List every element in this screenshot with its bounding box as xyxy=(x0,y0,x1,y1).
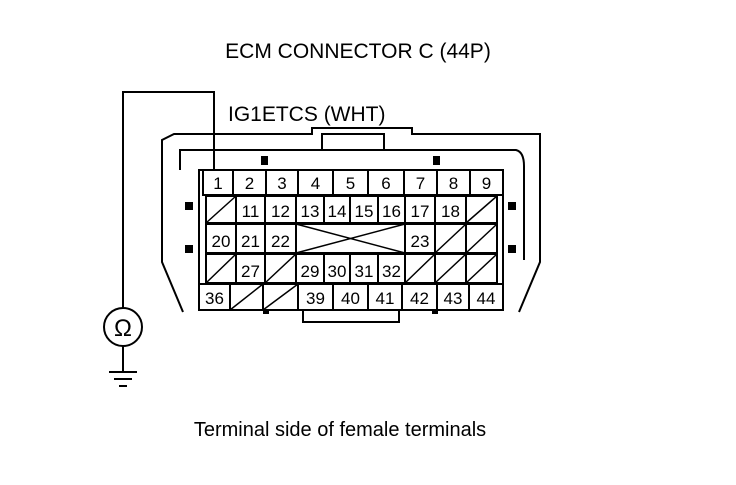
terminal-number-6: 6 xyxy=(381,174,390,193)
blocked-cavity-cross xyxy=(295,223,406,254)
connector-housing xyxy=(161,127,541,323)
empty-cavity-slash xyxy=(404,253,436,284)
terminal-number-2: 2 xyxy=(245,174,254,193)
empty-cavity-slash xyxy=(465,223,498,254)
terminal-number-3: 3 xyxy=(277,174,286,193)
empty-cavity-slash xyxy=(264,253,297,284)
diagram-title: ECM CONNECTOR C (44P) xyxy=(225,40,491,63)
terminal-number-36: 36 xyxy=(205,289,224,308)
terminal-number-13: 13 xyxy=(301,202,320,221)
terminal-number-15: 15 xyxy=(355,202,374,221)
terminal-number-32: 32 xyxy=(382,262,401,281)
empty-cavity-slash xyxy=(434,223,467,254)
terminal-number-11: 11 xyxy=(242,202,260,221)
terminal-41 xyxy=(367,283,403,311)
ground-icon xyxy=(109,371,137,387)
empty-cavity-slash xyxy=(229,283,264,311)
terminal-number-1: 1 xyxy=(213,174,222,193)
probe-wire xyxy=(122,91,215,372)
terminal-number-40: 40 xyxy=(341,289,360,308)
terminal-31 xyxy=(349,253,379,284)
terminal-number-41: 41 xyxy=(376,289,395,308)
terminal-number-8: 8 xyxy=(449,174,458,193)
terminal-number-5: 5 xyxy=(346,174,355,193)
terminal-number-7: 7 xyxy=(416,174,425,193)
terminal-number-39: 39 xyxy=(306,289,325,308)
terminal-number-42: 42 xyxy=(410,289,429,308)
terminal-number-27: 27 xyxy=(241,262,260,281)
terminal-number-9: 9 xyxy=(482,174,491,193)
terminal-number-4: 4 xyxy=(311,174,320,193)
caption: Terminal side of female terminals xyxy=(194,419,486,441)
terminal-number-20: 20 xyxy=(212,232,231,251)
empty-cavity-slash xyxy=(205,195,237,224)
empty-cavity-slash xyxy=(465,195,498,224)
ohm-symbol: Ω xyxy=(114,315,132,342)
empty-cavity-slash xyxy=(465,253,498,284)
terminal-number-43: 43 xyxy=(444,289,463,308)
terminal-number-21: 21 xyxy=(241,232,260,251)
terminal-block-frame xyxy=(198,169,504,311)
wire-label: IG1ETCS (WHT) xyxy=(228,103,386,126)
terminal-number-16: 16 xyxy=(382,202,401,221)
terminal-number-30: 30 xyxy=(328,262,347,281)
terminal-number-12: 12 xyxy=(271,202,290,221)
terminal-16 xyxy=(377,195,406,224)
terminal-number-17: 17 xyxy=(411,202,430,221)
terminal-number-44: 44 xyxy=(477,289,496,308)
terminal-3 xyxy=(265,169,299,196)
terminal-number-14: 14 xyxy=(328,202,347,221)
terminal-number-23: 23 xyxy=(411,232,430,251)
terminal-number-22: 22 xyxy=(271,232,290,251)
terminal-number-29: 29 xyxy=(301,262,320,281)
empty-cavity-slash xyxy=(262,283,299,311)
ohmmeter-icon: Ω xyxy=(103,307,143,347)
terminal-number-31: 31 xyxy=(355,262,374,281)
terminal-number-18: 18 xyxy=(441,202,460,221)
empty-cavity-slash xyxy=(205,253,237,284)
empty-cavity-slash xyxy=(434,253,467,284)
